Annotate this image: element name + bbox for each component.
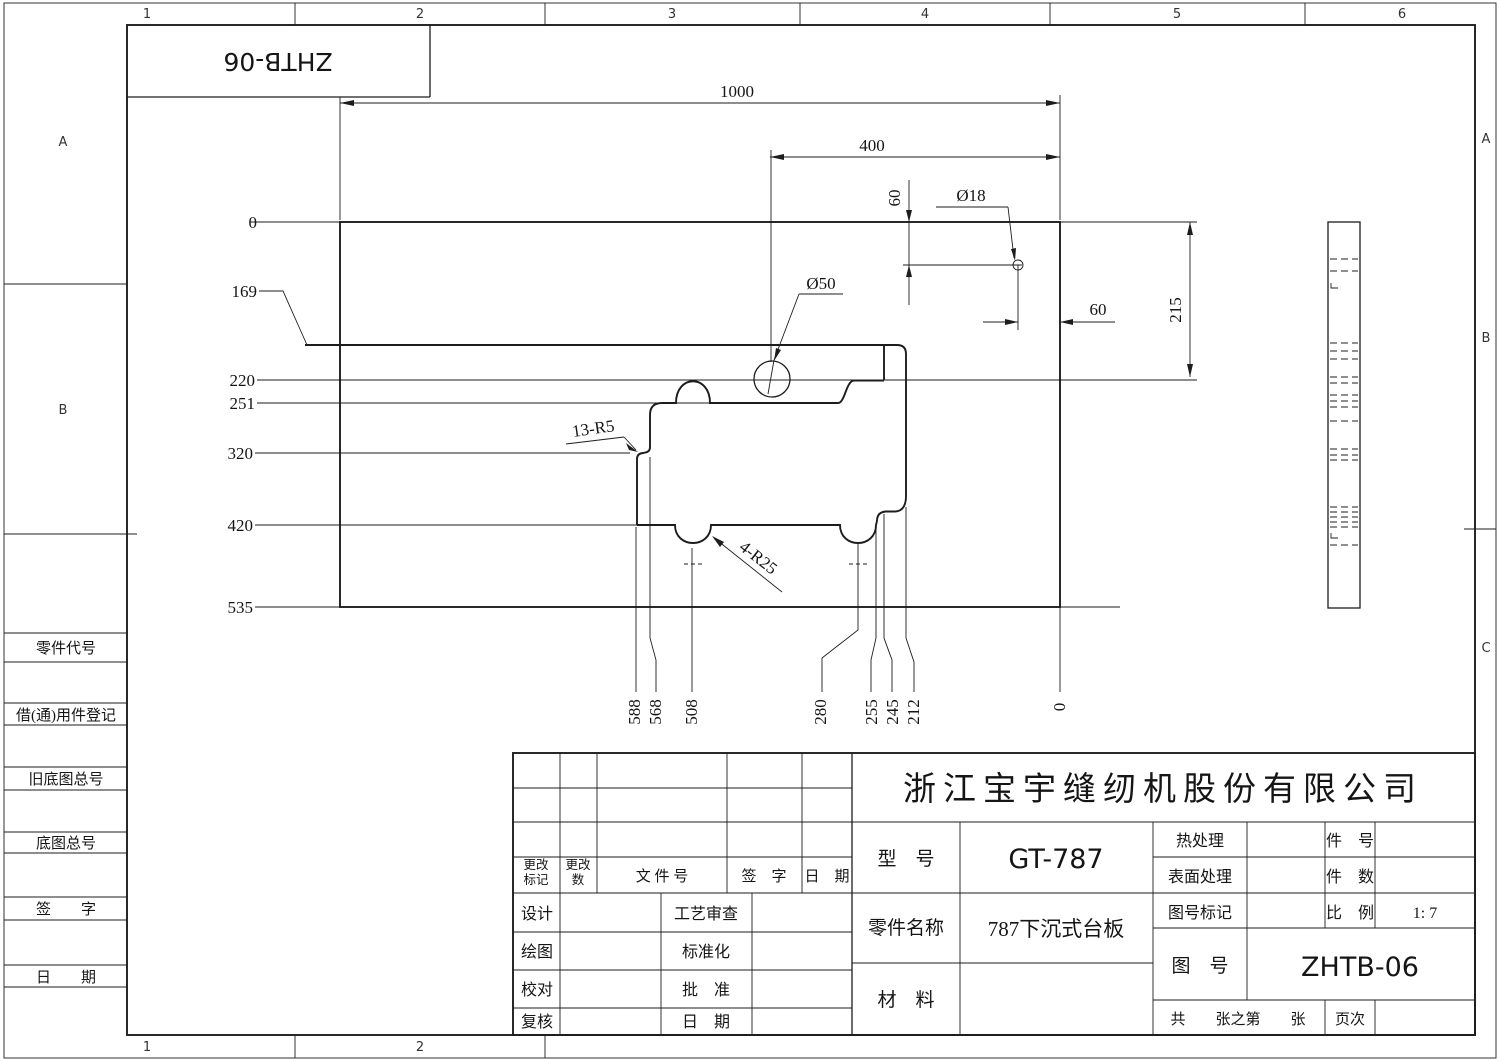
bottom-leaders bbox=[635, 457, 1061, 692]
rev-mark-label-2: 标记 bbox=[523, 873, 549, 887]
datum-320: 320 bbox=[228, 444, 254, 463]
check-label: 校对 bbox=[521, 981, 553, 999]
zone-top-3: 3 bbox=[668, 7, 676, 22]
dim-sub-width: 400 bbox=[859, 136, 885, 155]
heat-treatment-label: 热处理 bbox=[1176, 832, 1224, 850]
title-block-text: 浙江宝宇缝纫机股份有限公司 更改 标记 更改 数 文 件 号 签 字 日 期 设… bbox=[521, 771, 1437, 1031]
main-view-part-outline bbox=[305, 221, 1061, 608]
drawing-no-label: 图 号 bbox=[1171, 956, 1228, 977]
stamp-drawing-number: ZHTB-06 bbox=[223, 47, 332, 76]
label-signature: 签 字 bbox=[36, 901, 96, 918]
file-no-label: 文 件 号 bbox=[636, 868, 689, 885]
datum-280: 280 bbox=[811, 699, 830, 725]
label-date: 日 期 bbox=[36, 969, 96, 986]
scale-value: 1: 7 bbox=[1413, 905, 1437, 922]
dim-circle-diameter: Ø50 bbox=[806, 274, 835, 293]
zone-top-1: 1 bbox=[143, 7, 151, 22]
standardize-label: 标准化 bbox=[682, 943, 730, 961]
note-4-r25: 4-R25 bbox=[736, 537, 781, 578]
datum-220: 220 bbox=[230, 371, 256, 390]
dimension-215: 215 bbox=[1166, 222, 1193, 377]
datum-245: 245 bbox=[883, 699, 902, 725]
hole-18: Ø18 bbox=[903, 186, 1024, 330]
zone-bottom-1: 1 bbox=[143, 1040, 151, 1055]
zone-right-c: C bbox=[1481, 641, 1490, 656]
date-row-label: 日 期 bbox=[682, 1013, 730, 1031]
zone-top-5: 5 bbox=[1173, 7, 1181, 22]
dim-right-height: 215 bbox=[1166, 297, 1185, 323]
dim-hole-diameter: Ø18 bbox=[956, 186, 985, 205]
process-audit-label: 工艺审查 bbox=[674, 905, 738, 923]
company-name: 浙江宝宇缝纫机股份有限公司 bbox=[903, 771, 1423, 808]
datum-lines bbox=[250, 221, 1197, 608]
rev-count-label-2: 数 bbox=[572, 872, 585, 887]
side-view bbox=[1327, 221, 1361, 609]
zone-top-4: 4 bbox=[921, 7, 929, 22]
title-block-grid bbox=[512, 752, 1476, 1036]
fillet-r5-callout: 13-R5 bbox=[565, 416, 638, 452]
label-part-code: 零件代号 bbox=[36, 640, 96, 657]
model-label: 型 号 bbox=[877, 848, 934, 870]
circle-50-callout: Ø50 bbox=[767, 274, 843, 395]
datum-labels-left: 0 169 220 251 320 420 535 bbox=[228, 213, 258, 617]
approve-label: 批 准 bbox=[682, 981, 730, 999]
zone-top-2: 2 bbox=[416, 7, 424, 22]
zone-right-a: A bbox=[1482, 132, 1491, 147]
datum-169: 169 bbox=[232, 282, 258, 301]
piece-count-label: 件 数 bbox=[1326, 868, 1374, 886]
datum-588: 588 bbox=[625, 699, 644, 725]
dimension-1000: 1000 bbox=[339, 82, 1061, 220]
zone-labels: 1 2 3 4 5 6 1 2 A B A B C bbox=[59, 7, 1491, 1055]
sign-col-label: 签 字 bbox=[741, 868, 786, 885]
datum-251: 251 bbox=[230, 394, 256, 413]
datum-212: 212 bbox=[904, 699, 923, 725]
part-name-value: 787下沉式台板 bbox=[988, 917, 1125, 941]
drawing-mark-label: 图号标记 bbox=[1168, 904, 1232, 922]
page-label: 页次 bbox=[1335, 1011, 1365, 1028]
zone-left-a: A bbox=[59, 135, 68, 150]
zone-bottom-2: 2 bbox=[416, 1040, 424, 1055]
draw-label: 绘图 bbox=[521, 943, 553, 961]
date-col-label: 日 期 bbox=[804, 868, 849, 885]
sheet-count-label: 共 张之第 张 bbox=[1170, 1010, 1305, 1028]
model-value: GT-787 bbox=[1008, 844, 1103, 875]
dim-overall-width: 1000 bbox=[720, 82, 754, 101]
datum-right-0: 0 bbox=[1050, 703, 1069, 712]
material-label: 材 料 bbox=[877, 989, 934, 1011]
datum-508: 508 bbox=[682, 699, 701, 725]
zone-top-6: 6 bbox=[1398, 7, 1406, 22]
label-old-master-no: 旧底图总号 bbox=[28, 771, 103, 788]
label-master-no: 底图总号 bbox=[36, 835, 96, 852]
rev-count-label-1: 更改 bbox=[565, 858, 591, 872]
label-borrowed-parts: 借(通)用件登记 bbox=[16, 707, 116, 724]
datum-0: 0 bbox=[249, 213, 258, 232]
design-label: 设计 bbox=[521, 905, 553, 923]
rev-mark-label-1: 更改 bbox=[523, 858, 549, 872]
dim-hole-offset-horizontal: 60 bbox=[1090, 300, 1107, 319]
datum-labels-bottom: 588 568 508 280 255 245 212 0 bbox=[625, 699, 1069, 725]
part-name-label: 零件名称 bbox=[868, 917, 944, 939]
notch-r25-callout: 4-R25 bbox=[712, 536, 783, 593]
dimension-400: 400 bbox=[770, 136, 1060, 362]
review-label: 复核 bbox=[521, 1013, 553, 1031]
dim-hole-offset-vertical: 60 bbox=[885, 190, 904, 207]
datum-420: 420 bbox=[228, 516, 254, 535]
dimension-60-horizontal: 60 bbox=[983, 300, 1115, 325]
left-column-labels: 零件代号 借(通)用件登记 旧底图总号 底图总号 签 字 日 期 bbox=[16, 640, 116, 986]
surface-treatment-label: 表面处理 bbox=[1168, 868, 1232, 886]
drawing-no-value: ZHTB-06 bbox=[1301, 952, 1419, 983]
datum-568: 568 bbox=[646, 699, 665, 725]
note-13-r5: 13-R5 bbox=[571, 416, 616, 441]
datum-535: 535 bbox=[228, 598, 254, 617]
zone-right-b: B bbox=[1482, 331, 1491, 346]
scale-label: 比 例 bbox=[1326, 904, 1374, 922]
datum-255: 255 bbox=[862, 699, 881, 725]
dimension-60-vertical: 60 bbox=[885, 180, 912, 305]
zone-left-b: B bbox=[59, 403, 68, 418]
piece-no-label: 件 号 bbox=[1326, 832, 1374, 850]
